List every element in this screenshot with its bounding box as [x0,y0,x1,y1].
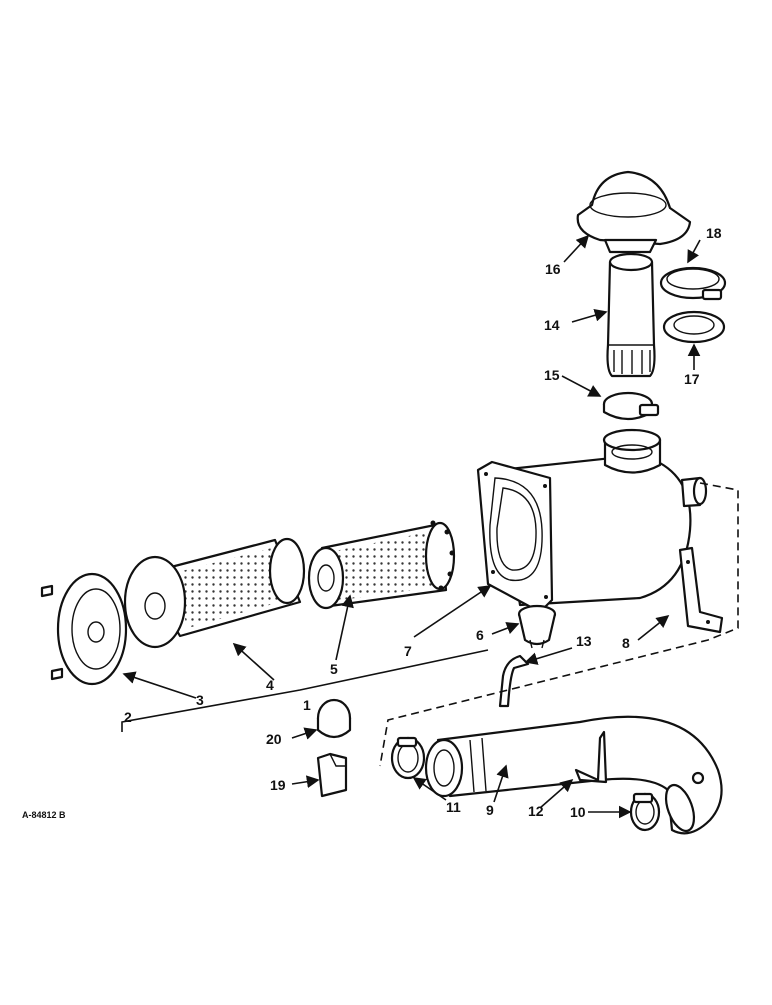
safety-element [307,520,456,610]
hose-clamp-11 [390,736,426,780]
hose-clamp-18 [659,266,727,301]
callout-9: 9 [486,802,494,818]
callout-labels: 16 18 14 17 15 7 6 8 13 5 4 3 1 2 20 19 … [22,225,722,820]
hose-strap-13 [498,654,530,708]
callout-7: 7 [404,643,412,659]
intake-pipe [606,252,656,378]
callout-11: 11 [446,799,461,815]
assembly-boundary [379,482,739,767]
callout-16: 16 [545,261,561,277]
callout-15: 15 [544,367,560,383]
callout-20: 20 [266,731,282,747]
callout-13: 13 [576,633,592,649]
precleaner-cap [576,170,692,254]
callout-10: 10 [570,804,586,820]
bracket-19 [316,752,348,798]
leader-lines [122,234,701,819]
callout-18: 18 [706,225,722,241]
callout-5: 5 [330,661,338,677]
callout-14: 14 [544,317,560,333]
assembly-bracket-line [121,649,489,732]
callout-8: 8 [622,635,630,651]
callout-1: 1 [303,697,311,713]
primary-filter-element [123,537,306,649]
dust-valve [517,604,557,649]
band-20 [316,698,352,739]
callout-6: 6 [476,627,484,643]
air-cleaner-body [476,428,708,614]
callout-12: 12 [528,803,544,819]
callout-17: 17 [684,371,700,387]
callout-2: 2 [124,709,132,725]
mounting-bracket-8 [678,546,724,634]
hose-clamp-15 [602,391,660,421]
callout-4: 4 [266,677,274,693]
end-cover [40,572,128,686]
drawing-id: A-84812 B [22,810,66,820]
gasket-ring-17 [662,310,726,344]
hose-clamp-10 [629,792,661,832]
hose-strap-12 [574,730,608,784]
callout-19: 19 [270,777,286,793]
callout-3: 3 [196,692,204,708]
